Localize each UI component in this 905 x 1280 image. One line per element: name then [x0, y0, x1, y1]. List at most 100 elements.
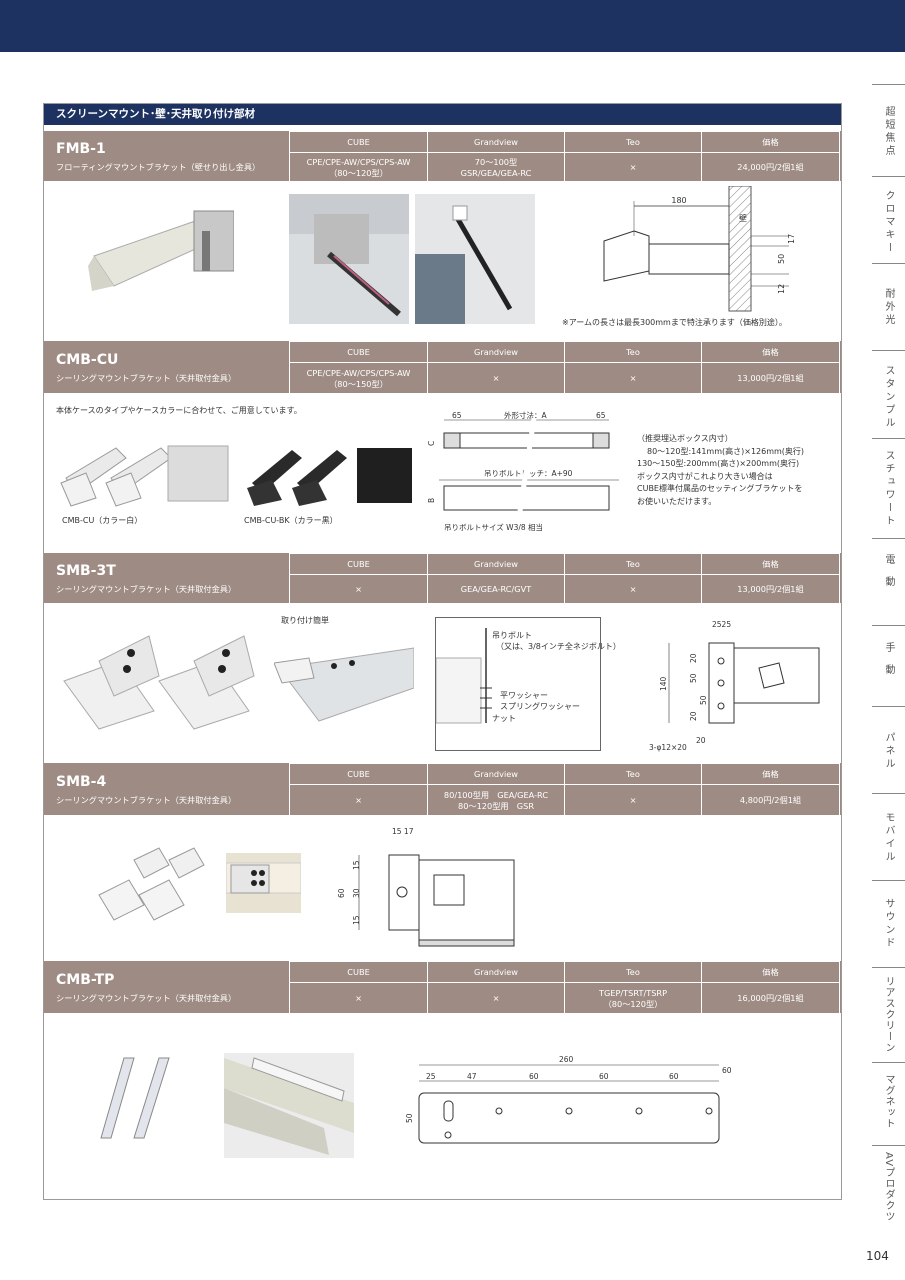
cmb-cu-white-photo [60, 445, 229, 507]
dim-180: 180 [671, 196, 686, 205]
col-grandview: Grandview [427, 763, 565, 785]
col-teo: Teo [564, 553, 702, 575]
col-price: 価格 [701, 961, 840, 983]
dim-2525: 2525 [712, 620, 731, 629]
dim-50: 50 [405, 1113, 414, 1123]
product-code: CMB-CU [56, 352, 119, 368]
dim-b: B [427, 498, 436, 503]
box-note-line: 130～150型:200mm(高さ)×200mm(奥行) [637, 459, 800, 468]
nav-item-chroma[interactable]: クロマキー [872, 190, 905, 259]
col-teo: Teo [564, 961, 702, 983]
nav-divider [872, 706, 905, 707]
dim-50-a: 50 [689, 673, 698, 683]
cmb-tp-dimension-drawing: 260 25 47 60 60 60 60 50 [405, 1055, 732, 1144]
grandview-value: GEA/GEA-RC/GVT [427, 574, 565, 605]
nav-label: 超短焦点 [883, 106, 894, 158]
cube-value: × [289, 784, 428, 817]
nav-label: スチュワート [883, 450, 894, 528]
nav-label: 電動 [883, 554, 894, 598]
smb-3t-dimension-drawing: 2525 140 20 50 20 50 20 3-φ12×20 [649, 620, 820, 752]
dim-outer: 外形寸法：A [504, 410, 547, 420]
dim-bolt: 吊りボルトサイズ W3/8 相当 [444, 522, 543, 532]
product-code: CMB-TP [56, 972, 115, 988]
cube-value: CPE/CPE-AW/CPS/CPS-AW （80～150型） [289, 362, 428, 395]
dim-50: 50 [777, 254, 786, 264]
dim-c: C [427, 441, 436, 446]
grandview-value: × [427, 982, 565, 1015]
box-note-line: （推奨埋込ボックス内寸） [637, 434, 733, 443]
nav-label: サウンド [883, 898, 894, 950]
price-value: 13,000円/2個1組 [701, 362, 840, 395]
nav-label: モバイル [883, 812, 894, 864]
box-note-line: CUBE標準付属品のセッティングブラケットを [637, 484, 803, 493]
teo-value: × [564, 362, 702, 395]
cmb-cu-white-label: CMB-CU（カラー白） [62, 516, 143, 525]
part-nut: ナット [492, 714, 516, 723]
nav-label: リアスクリーン [883, 976, 894, 1053]
nav-label: クロマキー [883, 190, 894, 255]
teo-value: × [564, 574, 702, 605]
dim-60-b: 60 [599, 1072, 609, 1081]
nav-item-manual[interactable]: 手動 [872, 642, 905, 690]
part-spring-washer: スプリングワッシャー [500, 702, 580, 711]
price-value: 16,000円/2個1組 [701, 982, 840, 1015]
spec-table: CUBE Grandview Teo 価格 × 80/100型用 GEA/GEA… [289, 763, 840, 817]
part-bolt-alt: （又は、3/8インチ全ネジボルト） [496, 642, 621, 651]
nav-divider [872, 967, 905, 968]
nav-item-stumpfl[interactable]: スタンプル [872, 365, 905, 434]
dim-20-b: 20 [689, 711, 698, 721]
col-cube: CUBE [289, 763, 428, 785]
cube-value: CPE/CPE-AW/CPS/CPS-AW （80～120型） [289, 152, 428, 183]
nav-item-sound[interactable]: サウンド [872, 898, 905, 954]
nav-item-panel[interactable]: パネル [872, 732, 905, 775]
cmb-tp-bracket-photo [100, 1057, 170, 1139]
product-header-cmb-cu: CMB-CU シーリングマウントブラケット（天井取付金具） CUBE Grand… [44, 341, 841, 395]
grandview-value: 70～100型 GSR/GEA/GEA-RC [427, 152, 565, 183]
product-code: SMB-4 [56, 774, 107, 790]
smb-3t-install-photo [274, 647, 414, 722]
nav-divider [872, 438, 905, 439]
cmb-cu-box-note: （推奨埋込ボックス内寸） 80～120型:141mm(高さ)×126mm(奥行)… [637, 433, 804, 508]
nav-divider [872, 350, 905, 351]
col-cube: CUBE [289, 553, 428, 575]
col-price: 価格 [701, 763, 840, 785]
smb-4-bracket-photo [98, 847, 205, 921]
product-code: SMB-3T [56, 563, 116, 579]
product-body-smb-3t: 取り付け簡単 吊りボルト （又は、3/8インチ全ネジボルト） 平ワッシャー スプ… [44, 603, 841, 763]
dim-12: 12 [777, 284, 786, 294]
nav-divider [872, 538, 905, 539]
dim-pitch: 吊りボルトピッチ：A+90 [484, 469, 573, 478]
product-panel: スクリーンマウント･壁･天井取り付け部材 FMB-1 フローティングマウントブラ… [43, 103, 842, 1200]
col-grandview: Grandview [427, 341, 565, 363]
nav-divider [872, 84, 905, 85]
col-cube: CUBE [289, 131, 428, 153]
nav-item-magnet[interactable]: マグネット [872, 1074, 905, 1133]
col-grandview: Grandview [427, 961, 565, 983]
fmb-1-install-photo-2 [415, 194, 535, 324]
nav-item-av-products[interactable]: AVプロダクツ [872, 1152, 905, 1226]
product-code: FMB-1 [56, 141, 106, 157]
smb-3t-easy-label: 取り付け簡単 [281, 616, 329, 625]
product-header-smb-3t: SMB-3T シーリングマウントブラケット（天井取付金具） CUBE Grand… [44, 553, 841, 605]
nav-divider [872, 1145, 905, 1146]
nav-item-stewart[interactable]: スチュワート [872, 450, 905, 532]
nav-item-motorized[interactable]: 電動 [872, 554, 905, 602]
fmb-1-bracket-photo [88, 210, 234, 291]
product-description: シーリングマウントブラケット（天井取付金具） [56, 584, 237, 594]
col-cube: CUBE [289, 341, 428, 363]
dim-50-b: 50 [699, 695, 708, 705]
nav-item-mobile[interactable]: モバイル [872, 812, 905, 868]
nav-divider [872, 263, 905, 264]
nav-item-ultra-short[interactable]: 超短焦点 [872, 106, 905, 162]
teo-value: TGEP/TSRT/TSRP （80～120型） [564, 982, 702, 1015]
nav-item-ambient[interactable]: 耐外光 [872, 288, 905, 331]
section-title: スクリーンマウント･壁･天井取り付け部材 [44, 104, 841, 125]
nav-item-rear[interactable]: リアスクリーン [872, 976, 905, 1057]
dim-65-left: 65 [452, 411, 462, 420]
smb-3t-parts-box: 吊りボルト （又は、3/8インチ全ネジボルト） 平ワッシャー スプリングワッシャ… [435, 617, 621, 751]
nav-divider [872, 793, 905, 794]
cmb-cu-black-label: CMB-CU-BK（カラー黒） [244, 516, 338, 525]
product-description: シーリングマウントブラケット（天井取付金具） [56, 993, 237, 1003]
col-price: 価格 [701, 341, 840, 363]
col-teo: Teo [564, 131, 702, 153]
